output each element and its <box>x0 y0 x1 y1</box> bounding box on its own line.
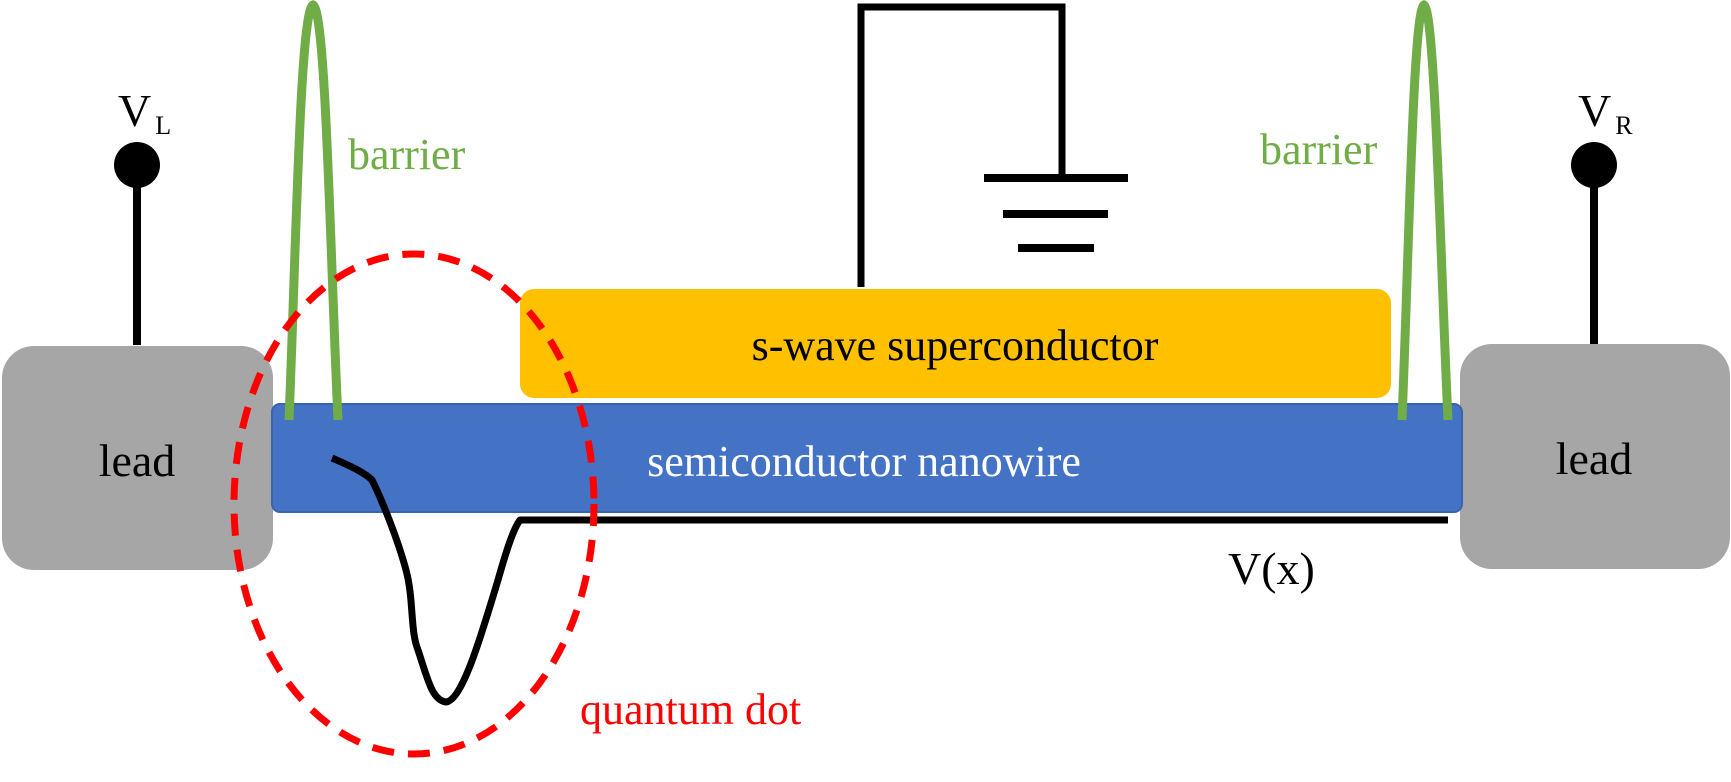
left-lead <box>2 346 273 570</box>
left-voltage-terminal <box>114 142 160 345</box>
right-voltage-symbol: V <box>1578 85 1612 136</box>
quantum-dot-ring <box>230 250 598 758</box>
quantum-dot-label: quantum dot <box>580 685 802 734</box>
right-barrier <box>1397 0 1453 421</box>
right-voltage-subscript: R <box>1615 111 1633 140</box>
superconductor <box>520 289 1391 398</box>
left-voltage-subscript: L <box>155 111 172 140</box>
left-barrier <box>284 0 343 421</box>
ground-symbol <box>984 174 1128 252</box>
left-barrier-label: barrier <box>348 130 466 179</box>
potential-profile <box>330 454 1448 706</box>
left-lead-label: lead <box>98 435 176 486</box>
right-lead <box>1460 344 1730 569</box>
nanowire <box>271 403 1463 513</box>
right-lead-label: lead <box>1555 433 1633 484</box>
potential-label: V(x) <box>1228 543 1315 594</box>
left-voltage-symbol: V <box>118 85 152 136</box>
superconductor-label: s-wave superconductor <box>751 321 1159 370</box>
right-voltage-terminal <box>1571 142 1617 345</box>
ground-wire <box>857 3 1066 287</box>
right-barrier-label: barrier <box>1260 125 1378 174</box>
nanowire-label: semiconductor nanowire <box>647 437 1081 486</box>
